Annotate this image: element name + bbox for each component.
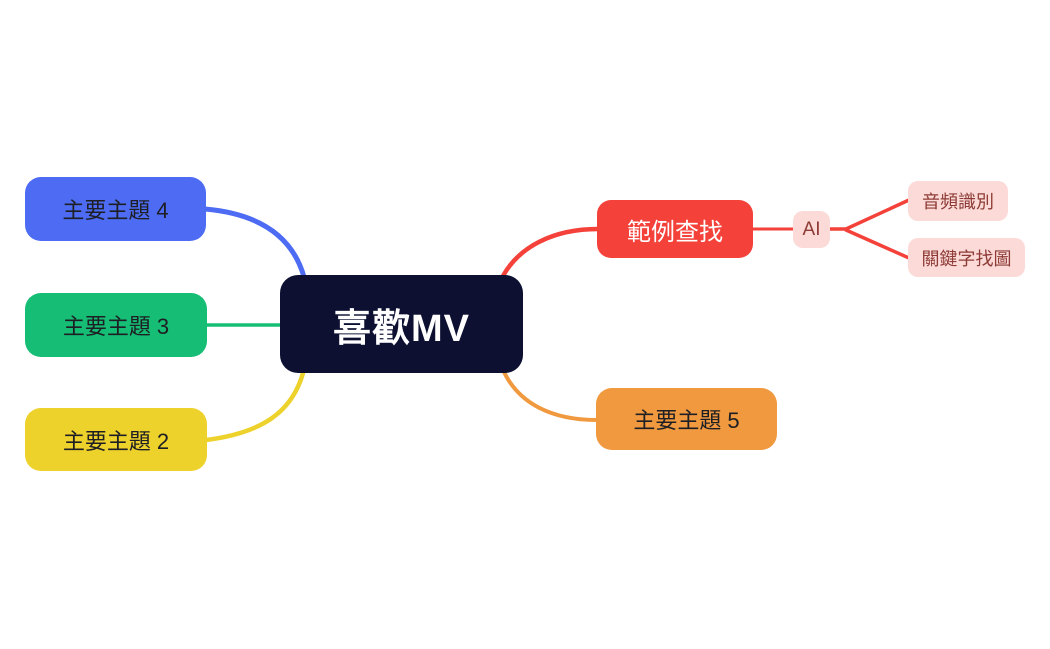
connector-topic4 — [202, 206, 307, 280]
node-label: AI — [802, 218, 821, 240]
node-label: 喜歡MV — [332, 307, 470, 350]
connector-topic5 — [502, 370, 599, 422]
node-label: 主要主題 3 — [62, 314, 170, 339]
node-label: 範例查找 — [627, 218, 723, 246]
node-example-search[interactable]: 範例查找 — [597, 200, 753, 258]
connector-topic2 — [203, 370, 306, 443]
connector-example-search — [500, 226, 601, 279]
node-main-topic-5[interactable]: 主要主題 5 — [596, 388, 777, 450]
node-label: 主要主題 5 — [633, 408, 740, 433]
node-label: 音頻識別 — [922, 192, 994, 212]
node-label: 關鍵字找圖 — [921, 248, 1012, 269]
node-root-topic[interactable]: 喜歡MV — [280, 275, 523, 373]
node-label: 主要主題 4 — [62, 198, 169, 223]
node-main-topic-2[interactable]: 主要主題 2 — [25, 408, 207, 471]
node-main-topic-4[interactable]: 主要主題 4 — [25, 177, 206, 241]
node-label: 主要主題 2 — [62, 428, 170, 454]
node-keyword-image-search[interactable]: 關鍵字找圖 — [908, 238, 1025, 277]
connector-ai-to-audio — [827, 198, 911, 231]
node-audio-recognition[interactable]: 音頻識別 — [908, 181, 1008, 221]
connector-ai-to-keyword — [844, 228, 911, 260]
node-ai[interactable]: AI — [793, 211, 830, 248]
node-main-topic-3[interactable]: 主要主題 3 — [25, 293, 207, 357]
